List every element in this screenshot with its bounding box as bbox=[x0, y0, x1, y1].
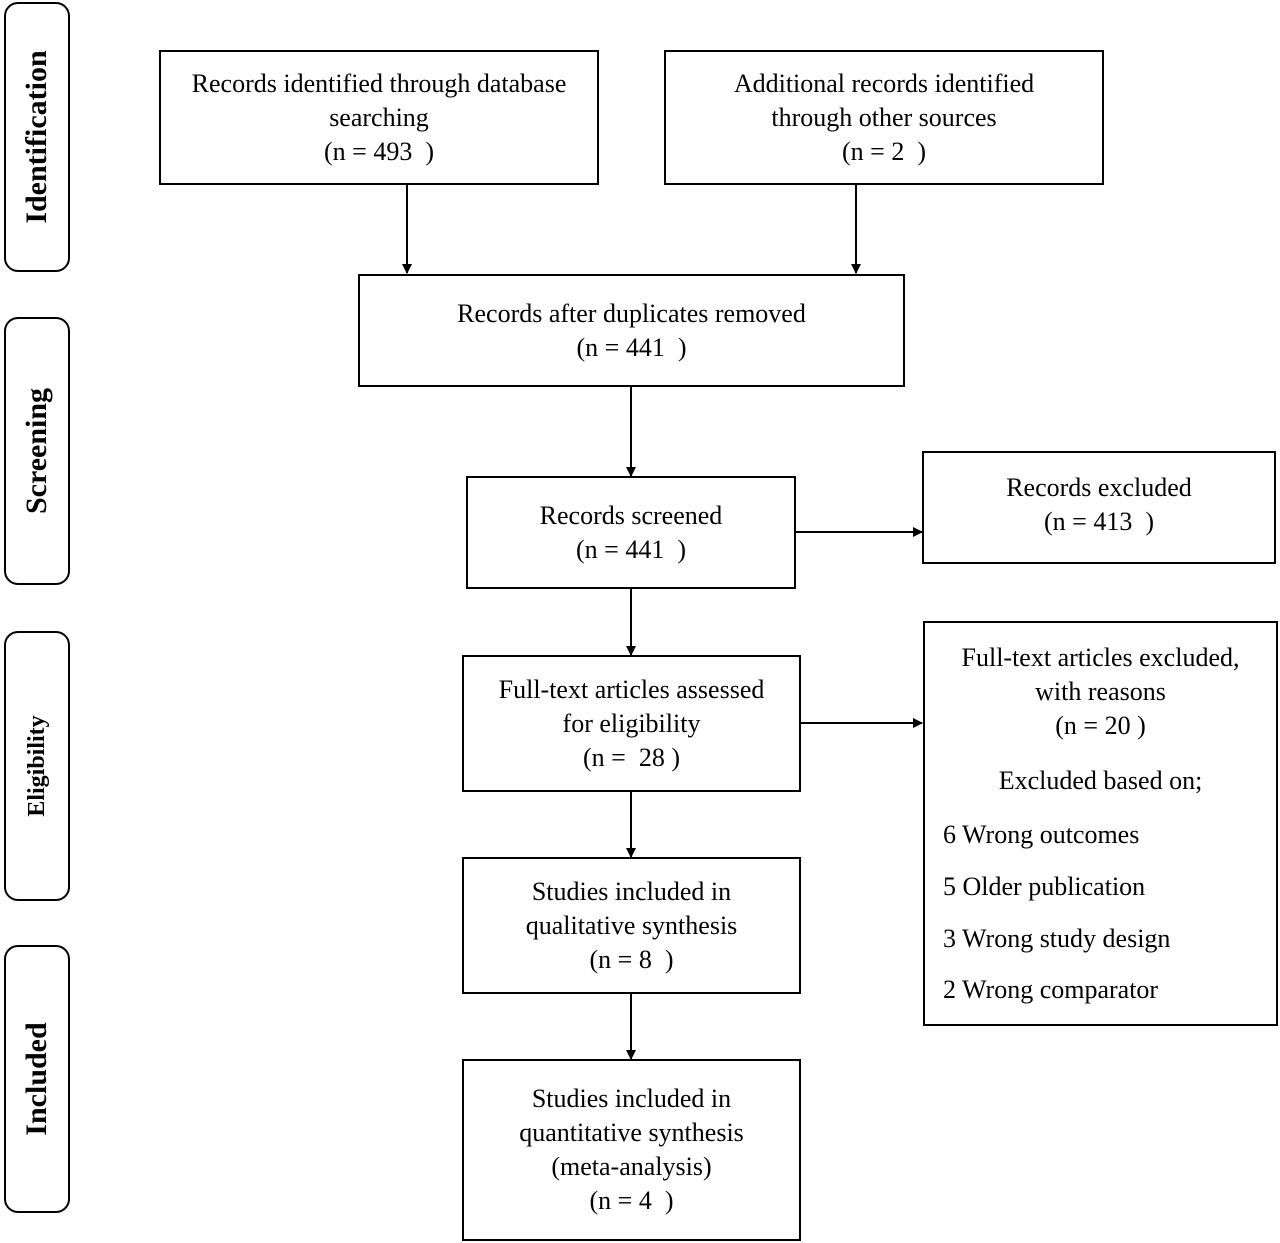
box-duplicates-removed: Records after duplicates removed (n = 44… bbox=[358, 274, 905, 387]
box-fulltext-excluded: Full-text articles excluded, with reason… bbox=[923, 621, 1278, 1026]
fulltext-excluded-title: Full-text articles excluded, bbox=[961, 643, 1240, 672]
fulltext-excluded-subtitle: with reasons bbox=[1035, 677, 1166, 706]
stage-included: Included bbox=[4, 945, 70, 1213]
fulltext-excluded-count: (n = 20 ) bbox=[1055, 711, 1146, 740]
box-quantitative-synthesis: Studies included in quantitative synthes… bbox=[462, 1059, 801, 1241]
stage-screening: Screening bbox=[4, 317, 70, 585]
box-database-records: Records identified through database sear… bbox=[159, 50, 599, 185]
box-qualitative-synthesis: Studies included in qualitative synthesi… bbox=[462, 857, 801, 994]
reason-item: 5 Older publication bbox=[943, 872, 1146, 901]
excluded-based-on: Excluded based on; bbox=[998, 766, 1203, 795]
reason-item: 3 Wrong study design bbox=[943, 924, 1171, 953]
box-fulltext-assessed: Full-text articles assessed for eligibil… bbox=[462, 655, 801, 792]
box-records-excluded: Records excluded (n = 413 ) bbox=[922, 451, 1276, 564]
box-other-sources: Additional records identified through ot… bbox=[664, 50, 1104, 185]
stage-eligibility: Eligibility bbox=[4, 631, 70, 901]
box-records-screened: Records screened (n = 441 ) bbox=[466, 476, 796, 589]
reason-item: 2 Wrong comparator bbox=[943, 975, 1159, 1004]
stage-identification: Identification bbox=[4, 2, 70, 272]
reason-item: 6 Wrong outcomes bbox=[943, 820, 1140, 849]
